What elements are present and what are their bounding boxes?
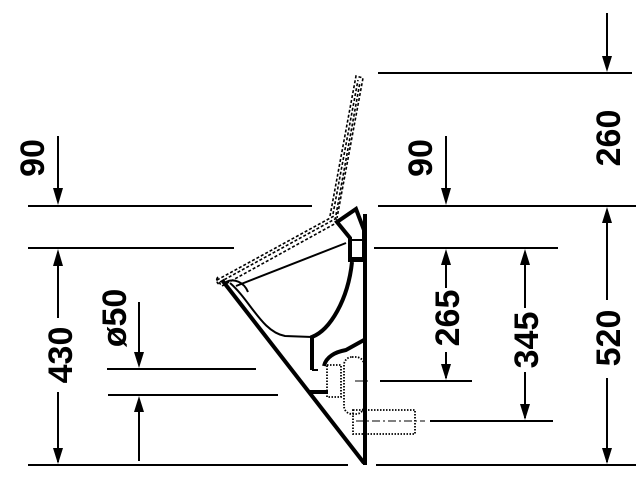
urinal-body — [220, 205, 425, 465]
urinal-lid — [215, 74, 364, 288]
arrow-up-icon — [441, 249, 451, 265]
arrow-up-icon — [602, 207, 612, 223]
dim-left-90: 90 — [14, 136, 63, 205]
urinal-front-edge — [220, 278, 366, 465]
dim-right-345-label: 345 — [508, 312, 546, 369]
dim-right-260: 260 — [590, 13, 628, 166]
dim-right-90: 90 — [402, 136, 451, 205]
extension-lines — [28, 72, 636, 466]
dim-right-345: 345 — [508, 249, 546, 420]
arrow-down-icon — [602, 448, 612, 464]
hinge-block — [334, 205, 366, 262]
arrow-up-icon — [520, 249, 530, 265]
dim-left-430: 430 — [42, 249, 80, 464]
dim-right-265: 265 — [429, 249, 467, 380]
dim-left-diameter: ø50 — [96, 289, 144, 461]
arrow-down-icon — [441, 188, 451, 205]
dim-right-520: 520 — [590, 207, 628, 464]
trap-outer — [322, 338, 365, 367]
arrow-down-icon — [520, 404, 530, 420]
dim-right-265-label: 265 — [429, 290, 467, 347]
rim-lip — [225, 279, 249, 293]
raised-lid-outer — [329, 74, 364, 219]
dim-left-430-label: 430 — [42, 327, 80, 384]
raised-lid-inner-2 — [335, 81, 361, 216]
arrow-up-icon — [134, 396, 144, 412]
arrow-down-icon — [53, 448, 63, 464]
arrow-down-icon — [53, 188, 63, 205]
dim-right-260-label: 260 — [590, 110, 628, 167]
arrow-down-icon — [602, 56, 612, 72]
arrow-down-icon — [134, 352, 144, 368]
closed-lid-inner — [219, 218, 336, 283]
arrow-up-icon — [53, 249, 63, 266]
bowl-bottom-curve — [229, 282, 313, 338]
bowl-inner-curve — [310, 261, 354, 370]
dim-diameter-label: ø50 — [96, 289, 134, 348]
siphon-fitting — [326, 364, 342, 398]
closed-lid-outer — [215, 214, 340, 288]
hinge-recess — [350, 239, 364, 259]
outlet-pipe — [352, 409, 416, 435]
dim-right-90-label: 90 — [402, 139, 440, 177]
rim-inner-line — [235, 242, 347, 287]
siphon-body — [343, 356, 365, 415]
closed-lid-tip — [215, 276, 221, 286]
dim-left-90-label: 90 — [14, 139, 52, 177]
dim-right-520-label: 520 — [590, 310, 628, 367]
arrow-down-icon — [441, 364, 451, 380]
raised-lid-inner — [332, 79, 359, 215]
